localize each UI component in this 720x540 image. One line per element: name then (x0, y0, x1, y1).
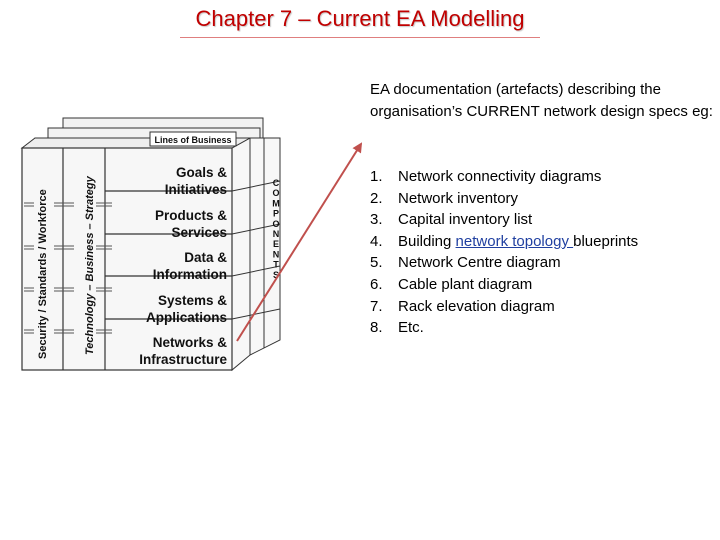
layer-2-line1: Products & (155, 208, 227, 223)
side-letter: T (273, 260, 279, 270)
side-letter: O (272, 219, 279, 229)
side-letter: P (273, 209, 279, 219)
layer-3-line2: Information (153, 267, 227, 282)
layer-2-line2: Services (171, 225, 227, 240)
intro-text: EA documentation (artefacts) describing … (370, 81, 713, 120)
top-label: Lines of Business (154, 135, 231, 145)
side-letter: E (273, 239, 279, 249)
layer-5-line1: Networks & (153, 335, 228, 350)
network-topology-link[interactable]: network topology (455, 232, 574, 250)
side-letter: N (273, 249, 280, 259)
layer-5-line2: Infrastructure (139, 352, 227, 367)
title-underline (180, 37, 540, 38)
layer-4-line1: Systems & (158, 293, 227, 308)
side-letter: O (272, 188, 279, 198)
ea-cube: Lines of Business Goa (20, 117, 281, 372)
left-label-outer: Security / Standards / Workforce (37, 189, 49, 359)
list-item: 5.Network Centre diagram (370, 254, 561, 272)
side-letter: C (273, 178, 280, 188)
list-item: 4.Building network topology blueprints (370, 232, 639, 250)
side-letter: N (273, 229, 280, 239)
artefact-list: 1.Network connectivity diagrams 2.Networ… (370, 166, 715, 339)
list-item: 8.Etc. (370, 319, 424, 337)
layer-1-line2: Initiatives (165, 182, 227, 197)
side-letter: S (273, 270, 279, 280)
layer-1-line1: Goals & (176, 165, 227, 180)
side-letter: M (272, 198, 280, 208)
top-label-box (149, 131, 237, 147)
list-item: 6.Cable plant diagram (370, 275, 533, 293)
list-item: 1.Network connectivity diagrams (370, 168, 602, 185)
layer-3-line1: Data & (184, 250, 227, 265)
layer-4-line2: Applications (146, 310, 227, 325)
list-item: 2.Network inventory (370, 189, 519, 207)
left-label-inner: Technology – Business – Strategy (84, 175, 96, 355)
slide-title: Chapter 7 – Current EA Modelling (195, 6, 525, 31)
pointer-arrow (236, 142, 363, 342)
list-item: 3.Capital inventory list (370, 211, 533, 229)
list-item: 7.Rack elevation diagram (370, 297, 555, 315)
